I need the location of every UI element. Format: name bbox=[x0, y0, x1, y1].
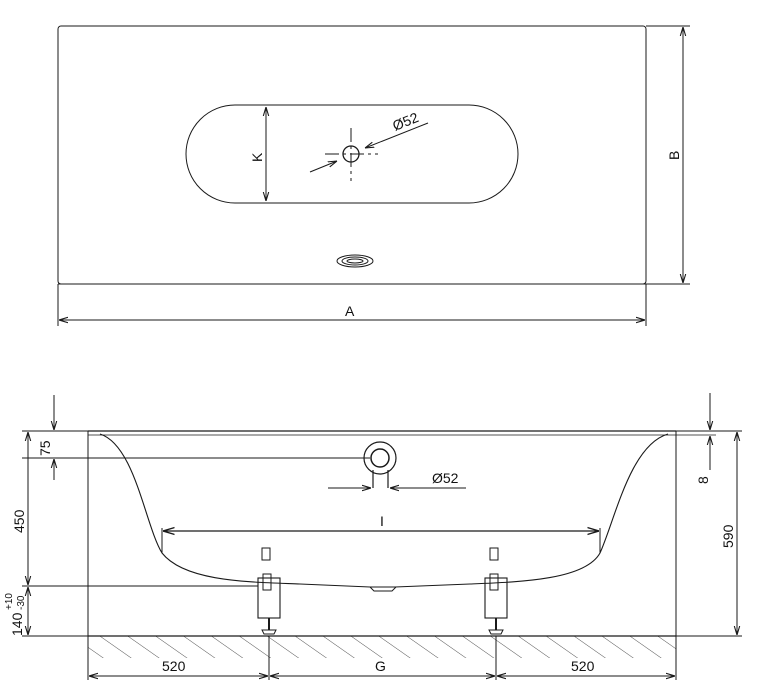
overflow-fitting-icon bbox=[363, 441, 397, 488]
side-view: Ø52 I 75 450 140 bbox=[4, 393, 742, 680]
width-label: B bbox=[666, 151, 682, 160]
foot-spacing-label: G bbox=[375, 658, 386, 674]
rim-thickness-label: 8 bbox=[695, 476, 711, 484]
foot-offset-right-label: 520 bbox=[571, 658, 595, 674]
total-height-label: 590 bbox=[720, 524, 736, 548]
tub-outline-top bbox=[57, 25, 647, 285]
rim-height-label: 75 bbox=[37, 440, 53, 456]
floor bbox=[88, 636, 676, 658]
foot-tolerance-minus: -30 bbox=[16, 595, 27, 610]
drain-icon bbox=[309, 122, 429, 181]
inner-length-label: I bbox=[380, 513, 384, 529]
drain-diameter-label: Ø52 bbox=[390, 109, 421, 134]
foot-right-icon bbox=[484, 547, 508, 635]
basin-profile bbox=[99, 433, 669, 588]
basin-width-label: K bbox=[249, 152, 265, 162]
length-label: A bbox=[345, 303, 355, 319]
foot-tolerance-plus: +10 bbox=[4, 593, 15, 610]
height-left-label: 450 bbox=[11, 509, 27, 533]
top-view: Ø52 K B A bbox=[57, 25, 690, 326]
overflow-diameter-label: Ø52 bbox=[432, 470, 459, 486]
foot-left-icon bbox=[257, 547, 281, 635]
foot-height-label: 140 bbox=[9, 612, 25, 636]
basin-outline bbox=[185, 104, 519, 204]
overflow-icon bbox=[336, 254, 374, 268]
foot-offset-left-label: 520 bbox=[162, 658, 186, 674]
